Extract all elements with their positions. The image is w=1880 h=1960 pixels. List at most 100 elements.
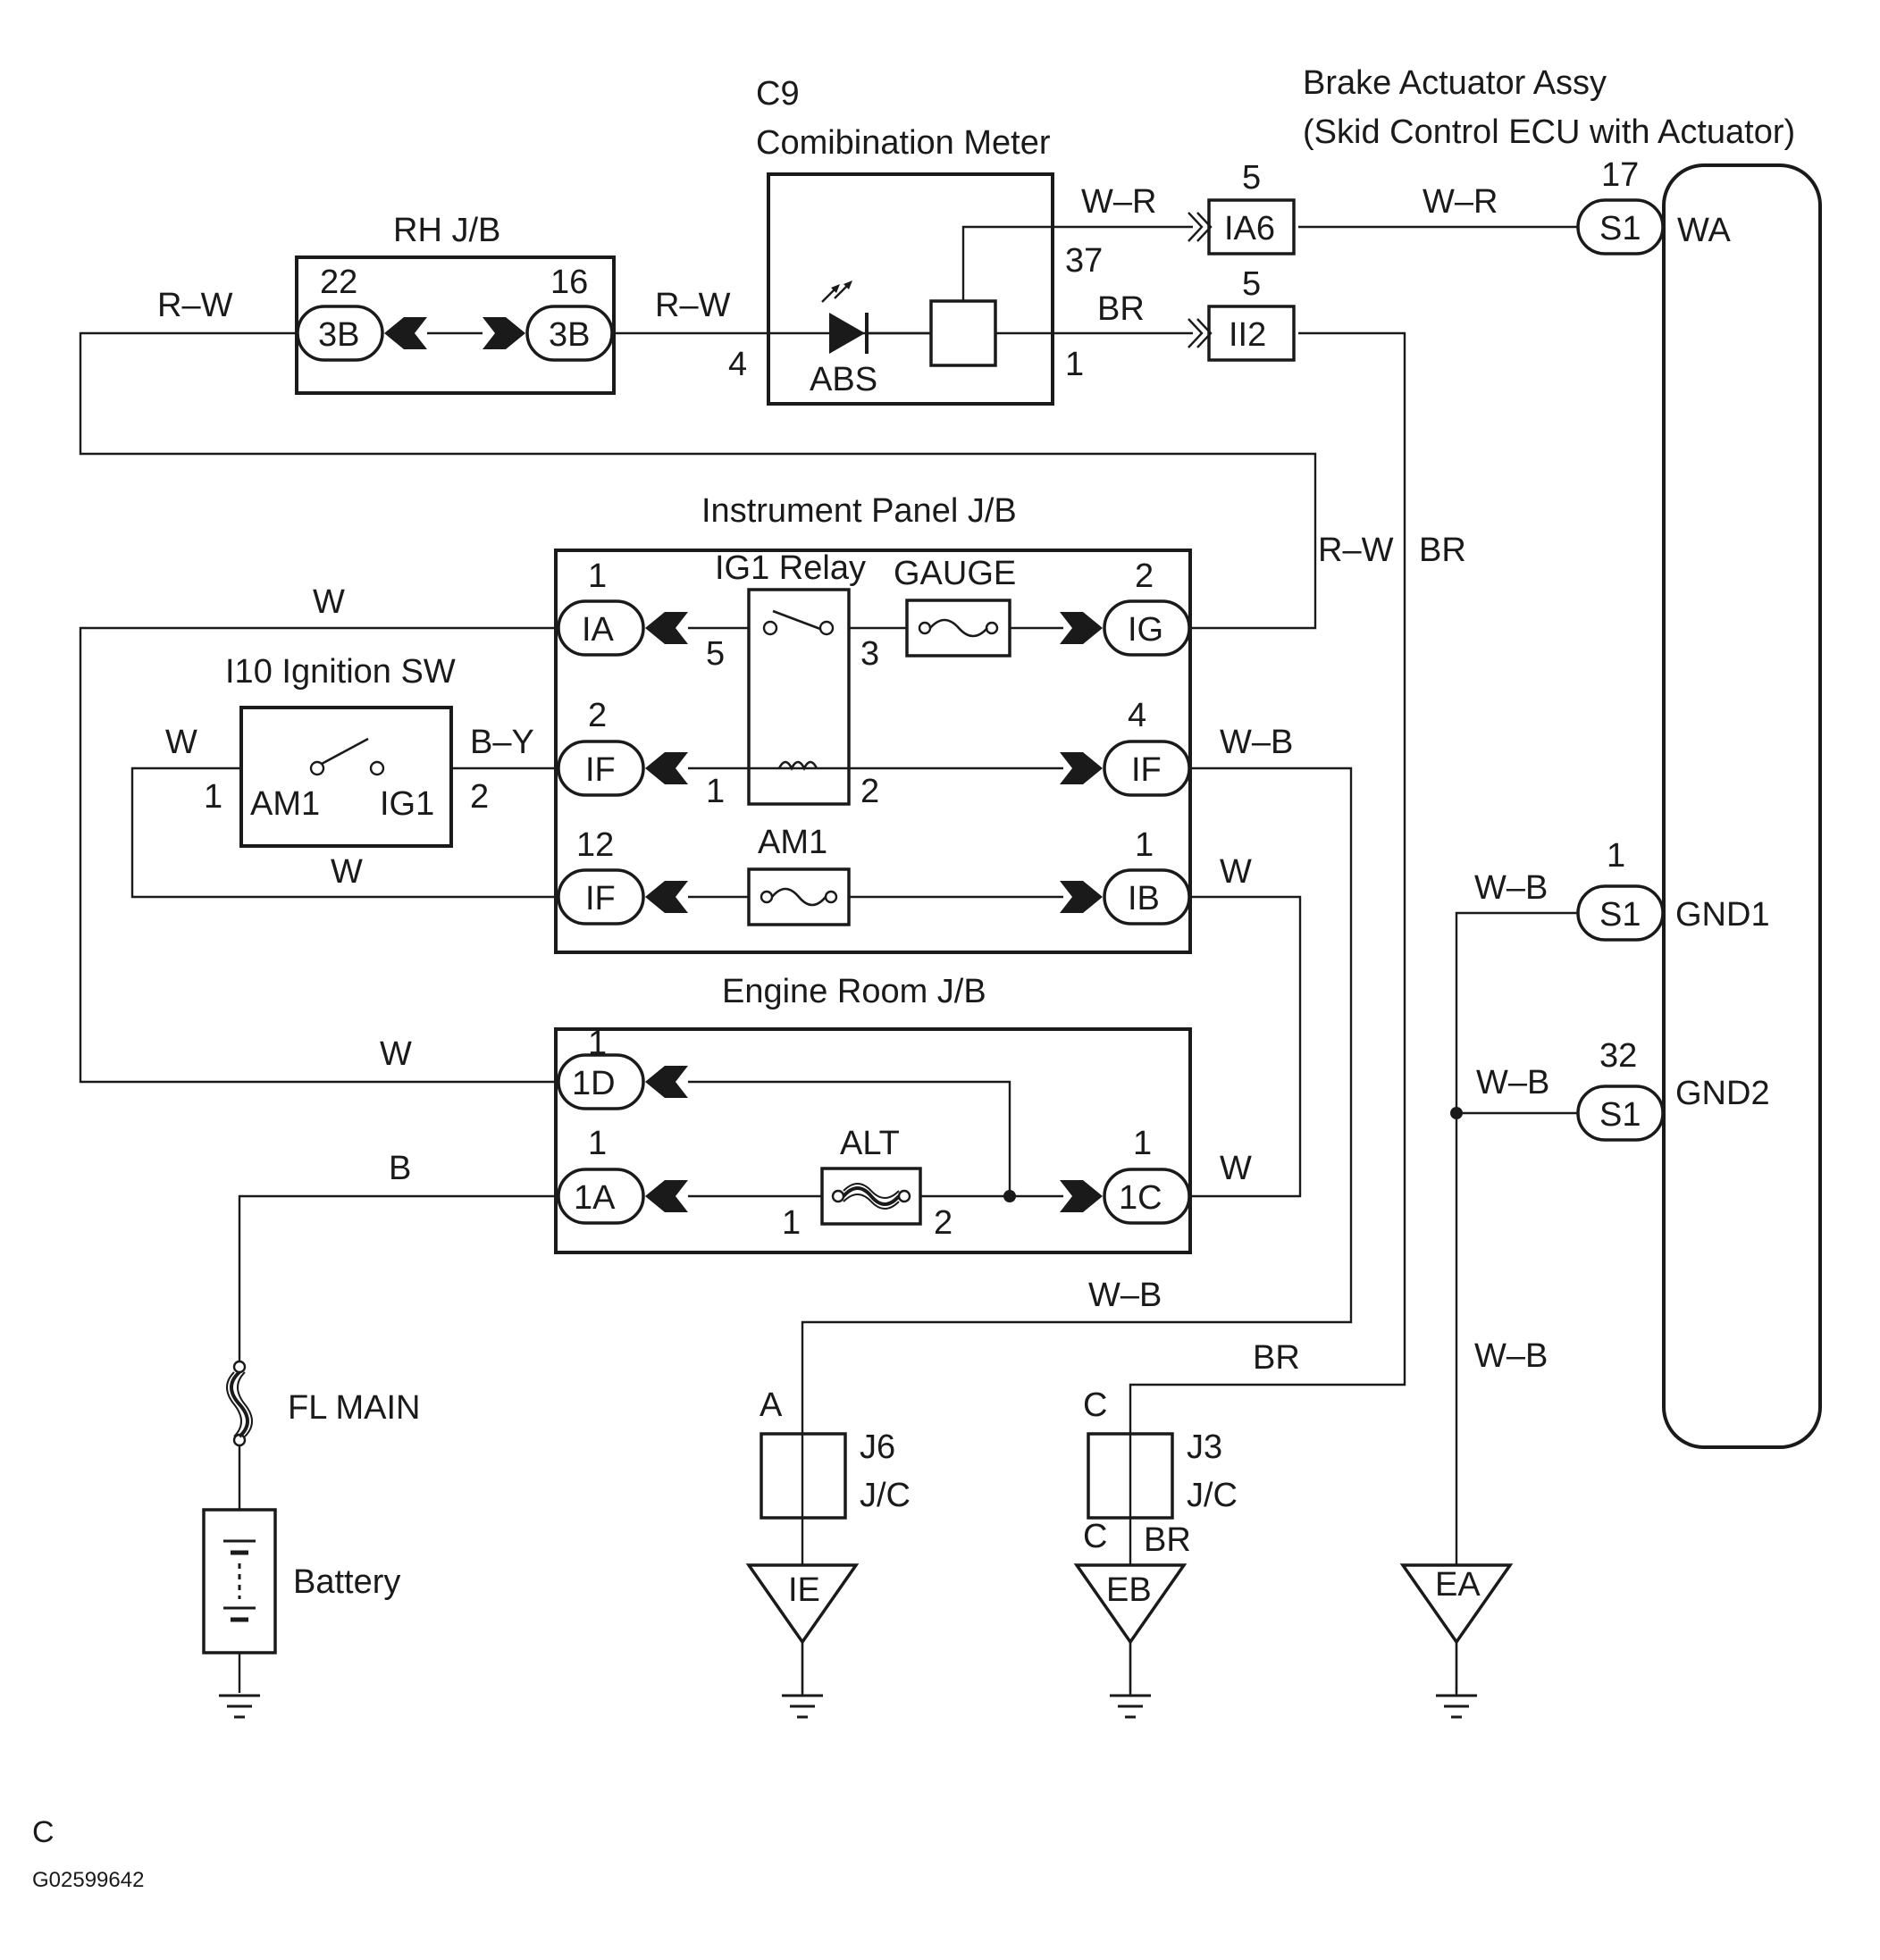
- ignition-pin-1: 1: [204, 778, 222, 816]
- gauge-fuse: [905, 599, 1011, 658]
- ip-if2-pill: [557, 740, 645, 797]
- arrow-ip-ig: [1060, 612, 1103, 644]
- ip-if12-conn: IF: [585, 880, 616, 917]
- ip-if2-conn: IF: [585, 751, 616, 789]
- j3-box: [1087, 1432, 1174, 1520]
- ia6-pin: 5: [1242, 159, 1261, 197]
- act-gnd1-conn: S1: [1599, 896, 1641, 934]
- act-gnd2-pill: [1576, 1085, 1665, 1142]
- eb-ground-label: EB: [1106, 1571, 1152, 1609]
- ip-gauge-title: GAUGE: [894, 555, 1016, 592]
- wire-label-w-sw-top: W: [165, 724, 197, 761]
- ip-if12-pin: 12: [576, 826, 614, 864]
- j3-type: J/C: [1187, 1477, 1238, 1514]
- ground-icon: [1110, 1694, 1151, 1719]
- rhjb-right-pin: 16: [550, 264, 588, 301]
- ia6-box: [1207, 198, 1296, 255]
- ii2-box: [1207, 305, 1296, 362]
- wire-w-ib: [1188, 895, 1302, 1198]
- battery-symbol: [202, 1508, 277, 1654]
- ig1-relay: [747, 588, 851, 806]
- j3-name: J3: [1187, 1428, 1222, 1466]
- meter-pin-1: 1: [1065, 346, 1084, 383]
- wire-label-w-1c: W: [1220, 1150, 1252, 1187]
- wire-label-br-vertical: BR: [1419, 532, 1466, 569]
- ignition-am1: AM1: [250, 785, 320, 823]
- relay-pin-2: 2: [860, 773, 879, 810]
- rhjb-3b-right-pill: [525, 305, 614, 362]
- er-1c-pill: [1103, 1168, 1191, 1225]
- wire-label-wb-gnd1: W–B: [1474, 869, 1548, 907]
- ip-ia-pin: 1: [588, 557, 607, 595]
- ip-ia-conn: IA: [582, 611, 615, 649]
- arrow-rhjb-left: [384, 317, 427, 349]
- j6-box: [760, 1432, 847, 1520]
- battery-label: Battery: [293, 1563, 400, 1601]
- act-wa-pin: 17: [1601, 156, 1639, 194]
- er-1d-pin: 1: [588, 1025, 607, 1062]
- ii2-pin: 5: [1242, 265, 1261, 303]
- ip-ib-conn: IB: [1128, 880, 1160, 917]
- ip-if4-conn: IF: [1131, 751, 1162, 789]
- ground-symbols: [219, 1694, 1477, 1719]
- rhjb-right-conn: 3B: [549, 316, 590, 354]
- act-wa-pill: [1576, 198, 1665, 255]
- footer-code: G02599642: [32, 1868, 144, 1892]
- arrow-er-1d: [645, 1066, 688, 1098]
- wire-label-br-j3: BR: [1253, 1339, 1300, 1377]
- chevron-ii2: [1188, 318, 1213, 348]
- am1-fuse: [747, 867, 851, 926]
- er-1d-conn: 1D: [572, 1065, 616, 1102]
- alt-fusible-link: [820, 1167, 922, 1226]
- wire-label-b-1a: B: [389, 1150, 411, 1187]
- ip-am1-title: AM1: [758, 824, 827, 861]
- ip-if12-pill: [557, 868, 645, 926]
- ignition-pin-2: 2: [470, 778, 489, 816]
- ip-ig-pin: 2: [1135, 557, 1154, 595]
- wire-br-vertical: [1129, 331, 1406, 1434]
- wire-label-rw-meter: R–W: [655, 287, 731, 324]
- wire-label-wb-if4: W–B: [1220, 724, 1293, 761]
- wire-er-1d: [688, 1080, 1011, 1196]
- eb-ground-triangle: [1073, 1563, 1188, 1646]
- ip-ia-pill: [557, 599, 645, 657]
- er-1c-pin: 1: [1133, 1125, 1152, 1162]
- ip-ib-pin: 1: [1135, 826, 1154, 864]
- wire-label-br-meter: BR: [1097, 290, 1145, 328]
- er-1a-conn: 1A: [574, 1179, 616, 1217]
- ea-ground-label: EA: [1435, 1566, 1481, 1604]
- ea-ground-triangle: [1399, 1563, 1514, 1646]
- j6-name: J6: [860, 1428, 895, 1466]
- ignition-sw-frame: [239, 706, 453, 848]
- wire-label-wb-j6: W–B: [1088, 1277, 1162, 1314]
- footer-letter: C: [32, 1815, 55, 1849]
- wire-wb-if4: [801, 766, 1353, 1434]
- act-gnd2-conn: S1: [1599, 1096, 1641, 1134]
- act-wa-label: WA: [1677, 212, 1731, 249]
- wire-b-battery: [238, 1194, 558, 1362]
- alt-pin-2: 2: [934, 1204, 953, 1242]
- j3-pin-top: C: [1083, 1386, 1107, 1424]
- act-gnd1-pill: [1576, 884, 1665, 942]
- act-gnd1-pin: 1: [1607, 837, 1625, 875]
- actuator-title-1: Brake Actuator Assy: [1303, 64, 1607, 102]
- ie-ground-triangle: [745, 1563, 860, 1646]
- er-jb-title: Engine Room J/B: [722, 973, 986, 1010]
- wire-label-w-ia: W: [313, 583, 345, 621]
- rh-jb-title: RH J/B: [393, 212, 500, 249]
- j6-pin: A: [760, 1386, 783, 1424]
- alt-pin-1: 1: [782, 1204, 801, 1242]
- actuator-title-2: (Skid Control ECU with Actuator): [1303, 113, 1795, 151]
- wire-label-wr-act: W–R: [1423, 183, 1498, 221]
- rhjb-left-conn: 3B: [318, 316, 359, 354]
- wire-w-sw-loop: [130, 766, 558, 899]
- wire-wb-gnd1: [1455, 911, 1586, 1693]
- ie-ground-label: IE: [788, 1571, 820, 1609]
- er-1c-conn: 1C: [1119, 1179, 1162, 1217]
- meter-frame: [767, 172, 1054, 406]
- ip-ib-pill: [1103, 868, 1191, 926]
- ip-relay-title: IG1 Relay: [715, 549, 866, 587]
- wire-label-w-sw-bottom: W: [331, 853, 363, 891]
- ignition-ig1: IG1: [380, 785, 434, 823]
- wire-label-wb-ea: W–B: [1474, 1337, 1548, 1375]
